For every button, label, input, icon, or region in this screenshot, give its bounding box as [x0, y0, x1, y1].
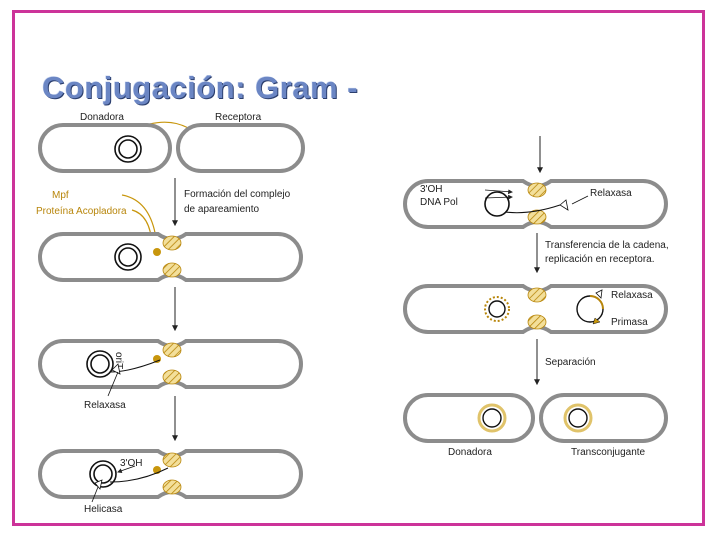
mpf-pointer — [121, 194, 159, 240]
relaxase-marker — [559, 199, 569, 211]
donor-cell — [38, 123, 172, 173]
label-relaxasa-right-mid: Relaxasa — [611, 290, 653, 301]
label-helicasa: Helicasa — [84, 504, 123, 515]
label-transferencia-1: Transferencia de la cadena, — [545, 240, 669, 251]
label-mpf: Mpf — [52, 190, 69, 201]
label-relaxasa-right-top: Relaxasa — [590, 188, 632, 199]
plasmid — [114, 243, 142, 271]
recipient-cell — [176, 123, 305, 173]
label-receptora: Receptora — [215, 112, 262, 123]
label-3oh-right: 3'OH — [420, 184, 442, 195]
paired-cells — [403, 179, 668, 229]
plasmid — [477, 403, 507, 433]
stage-1-separate-cells: Donadora Receptora — [38, 112, 305, 173]
stage-2-mating-pair — [38, 232, 303, 282]
label-dna-pol: DNA Pol — [420, 197, 458, 208]
label-orit: oriT — [113, 352, 124, 369]
donor-cell-final — [403, 393, 535, 443]
plasmid — [484, 191, 510, 217]
stage-r2-replication — [403, 284, 668, 334]
transconjugant-cell — [539, 393, 668, 443]
plasmid-donor — [484, 296, 510, 322]
paired-cells — [38, 449, 303, 499]
plasmid — [86, 350, 114, 378]
stage-4-unwinding — [38, 449, 303, 503]
label-formacion-1: Formación del complejo — [184, 189, 291, 200]
plasmid — [89, 460, 117, 488]
label-proteina-acopladora: Proteína Acopladora — [36, 206, 127, 217]
slide-title: Conjugación: Gram - — [42, 70, 359, 105]
label-primasa: Primasa — [611, 317, 648, 328]
label-formacion-2: de apareamiento — [184, 204, 259, 215]
label-donadora-final: Donadora — [448, 447, 492, 458]
mpf-pore-top — [162, 235, 182, 251]
label-3oh-left: 3'OH — [120, 458, 142, 469]
label-donadora: Donadora — [80, 112, 124, 123]
plasmid — [563, 403, 593, 433]
stage-3-orit-nicking: oriT — [38, 339, 303, 397]
coupling-protein — [153, 248, 161, 256]
stage-r3-separated — [403, 393, 668, 443]
label-transconjugante: Transconjugante — [571, 447, 646, 458]
stage-r1-transfer-start — [403, 179, 668, 229]
label-relaxasa-left: Relaxasa — [84, 400, 126, 411]
coupling-protein — [153, 355, 161, 363]
helicase-marker — [94, 479, 103, 490]
mpf-pore-bottom — [162, 262, 182, 278]
relaxase-marker — [111, 363, 121, 375]
paired-cells — [38, 232, 303, 282]
slide-frame — [12, 10, 705, 526]
label-transferencia-2: replicación en receptora. — [545, 254, 655, 265]
plasmid — [114, 135, 142, 163]
label-separacion: Separación — [545, 357, 596, 368]
